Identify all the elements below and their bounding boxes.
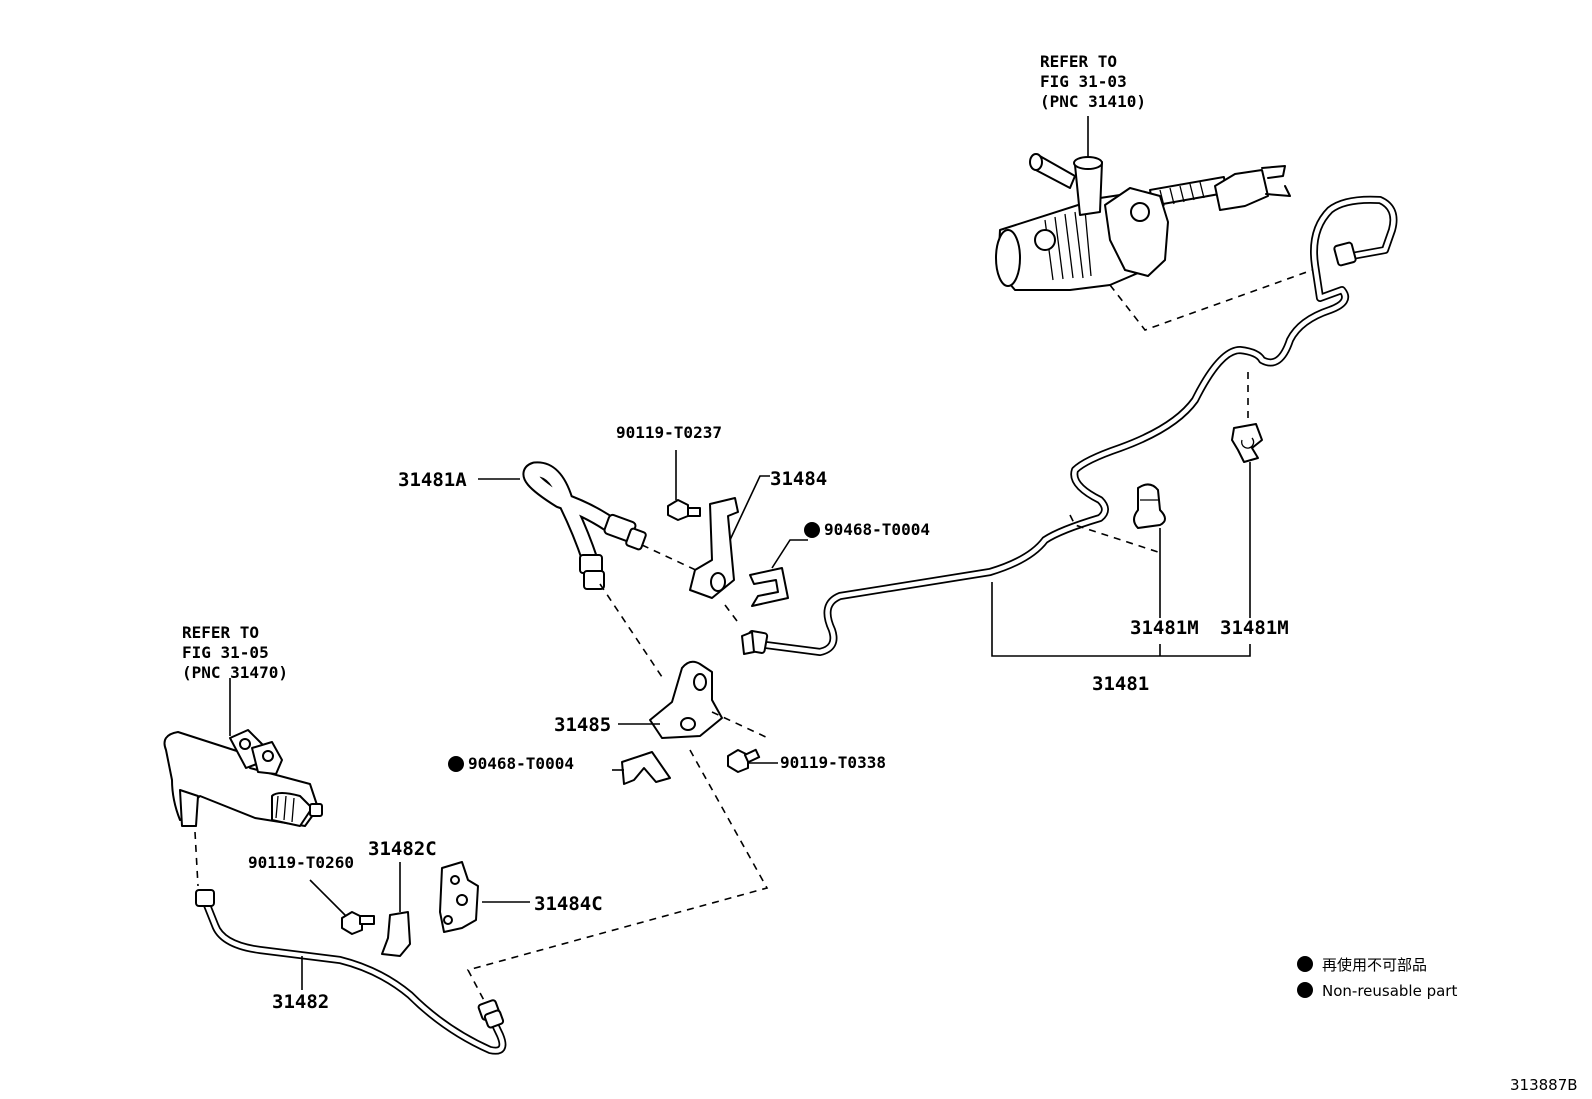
label-31482C: 31482C <box>368 838 437 860</box>
clip-90468-T0004-a <box>749 567 789 607</box>
label-31481M-b: 31481M <box>1220 617 1289 639</box>
ref-release-line1: REFER TO <box>182 623 259 642</box>
ref-release-line2: FIG 31-05 <box>182 643 269 662</box>
label-90468-T0004-a: 90468-T0004 <box>824 520 930 539</box>
bolt-90119-T0237 <box>667 499 701 521</box>
clutch-tube-31481 <box>741 195 1398 656</box>
label-31484C: 31484C <box>534 893 603 915</box>
figure-code: 313887B <box>1510 1076 1578 1094</box>
label-90468-T0004-b: 90468-T0004 <box>468 754 574 773</box>
clip-90468-T0004-b <box>621 751 671 785</box>
clutch-tube-31482 <box>195 889 507 1055</box>
non-reusable-marker-b <box>448 756 464 772</box>
bracket-31482C <box>381 911 411 957</box>
label-31485: 31485 <box>554 714 611 736</box>
dash-master-tube <box>1109 267 1319 331</box>
legend-text-en: Non-reusable part <box>1322 982 1457 1000</box>
label-31481: 31481 <box>1092 673 1149 695</box>
bracket-31484C <box>439 861 479 933</box>
legend-marker-jp <box>1297 956 1313 972</box>
bolt-90119-T0260 <box>341 911 375 935</box>
label-31481M-a: 31481M <box>1130 617 1199 639</box>
clutch-master-cylinder <box>995 153 1291 291</box>
ref-release-line3: (PNC 31470) <box>182 663 288 682</box>
bolt-90119-T0338 <box>727 748 761 773</box>
label-90119-T0237: 90119-T0237 <box>616 423 722 442</box>
legend-text-jp: 再使用不可部品 <box>1322 956 1427 974</box>
label-31481A: 31481A <box>398 469 467 491</box>
non-reusable-marker-a <box>804 522 820 538</box>
bracket-31485 <box>649 660 723 739</box>
legend-marker-en <box>1297 982 1313 998</box>
dash-clamp-a <box>1069 514 1159 553</box>
clamp-31481M-a <box>1133 483 1166 529</box>
ref-master-line3: (PNC 31410) <box>1040 92 1146 111</box>
label-90119-T0338: 90119-T0338 <box>780 753 886 772</box>
ref-master-line1: REFER TO <box>1040 52 1117 71</box>
label-31482: 31482 <box>272 991 329 1013</box>
ref-master-line2: FIG 31-03 <box>1040 72 1127 91</box>
label-90119-T0260: 90119-T0260 <box>248 853 354 872</box>
bracket-31484 <box>689 497 739 599</box>
clamp-31481M-b <box>1231 423 1263 463</box>
label-31484: 31484 <box>770 468 827 490</box>
flexible-hose-31481A <box>522 461 647 590</box>
legend: 再使用不可部品 Non-reusable part <box>1297 956 1457 1000</box>
clutch-release-cylinder <box>163 729 323 827</box>
